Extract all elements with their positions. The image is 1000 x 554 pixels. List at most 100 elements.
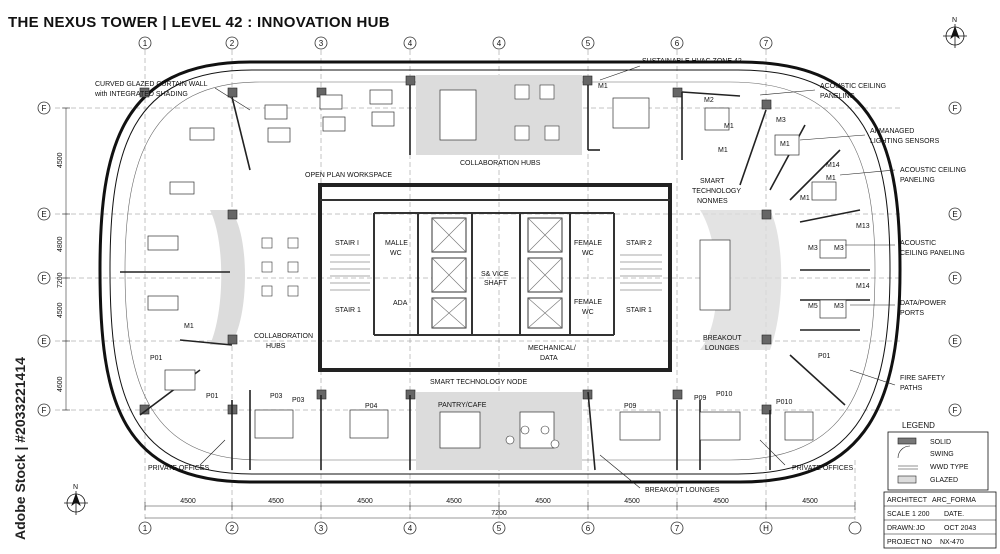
- left-dim: 4600: [57, 376, 64, 392]
- core-outline: [318, 183, 672, 372]
- tb-drawn-value: JO: [916, 525, 926, 532]
- bottom-dim: 4500: [713, 498, 729, 505]
- label-sustainable-hvac: SUSTAINABLE HVAC ZONE 42: [642, 58, 742, 65]
- furniture-chairs: [261, 84, 560, 449]
- room-tag: M1: [184, 323, 194, 330]
- grid-row-label: F: [42, 104, 47, 113]
- label-breakout-2: LOUNGES: [705, 345, 740, 352]
- tb-architect-key: ARCHITECT: [887, 497, 928, 504]
- room-tag: M5: [808, 303, 818, 310]
- label-curtain-wall: CURVED GLAZED CURTAIN WALL: [95, 81, 208, 88]
- grid-bubbles-top: [138, 36, 773, 50]
- north-arrow-top-icon: [943, 24, 967, 48]
- left-dimension-chain: [62, 107, 70, 411]
- label-data-power-2: PORTS: [900, 310, 924, 317]
- label-smart-tech-2: TECHNOLOGY: [692, 188, 741, 195]
- label-data-power: DATA/POWER: [900, 300, 946, 307]
- room-tag: P010: [716, 391, 732, 398]
- room-tag: P09: [694, 395, 707, 402]
- room-tag: M3: [834, 245, 844, 252]
- room-tag: P03: [270, 393, 283, 400]
- legend-solid-swatch: [897, 437, 917, 445]
- grid-row-label-right: F: [953, 406, 958, 415]
- tb-date-key: DATE.: [944, 511, 964, 518]
- grid-col-label: 3: [319, 39, 324, 48]
- grid-col-label: 6: [675, 39, 680, 48]
- bottom-dim: 4500: [357, 498, 373, 505]
- label-ada: ADA: [393, 300, 408, 307]
- grid-col-label-bottom: H: [763, 524, 769, 533]
- label-smart-tech: SMART: [700, 178, 725, 185]
- label-fire-safety-2: PATHS: [900, 385, 923, 392]
- grid-col-label: 5: [586, 39, 591, 48]
- title-block: ARCHITECT ARC_FORMA SCALE 1 200 DATE. DR…: [883, 491, 997, 549]
- grid-row-label: E: [41, 210, 46, 219]
- tb-drawn-key: DRAWN:: [887, 525, 915, 532]
- bottom-dim: 4500: [180, 498, 196, 505]
- north-label-bottom: N: [73, 484, 78, 491]
- label-male-wc-2: WC: [390, 250, 402, 257]
- label-collab-left: COLLABORATION: [254, 333, 313, 340]
- grid-col-label: 4: [408, 39, 413, 48]
- room-tag: M1: [780, 141, 790, 148]
- grid-col-label-bottom: 3: [319, 524, 324, 533]
- label-collab-top: COLLABORATION HUBS: [460, 160, 541, 167]
- label-acoustic-2b: PANELING: [900, 177, 935, 184]
- room-tag: M3: [776, 117, 786, 124]
- grid-col-label-bottom: 4: [408, 524, 413, 533]
- curtain-wall-outer: [98, 60, 902, 484]
- label-acoustic-1: ACOUSTIC CEILING: [820, 83, 886, 90]
- legend-item: GLAZED: [930, 477, 958, 484]
- label-private-offices-right: PRIVATE OFFICES: [792, 465, 854, 472]
- tb-architect-value: ARC_FORMA: [932, 497, 976, 504]
- left-dim: 4500: [57, 152, 64, 168]
- legend-item: SOLID: [930, 439, 951, 446]
- grid-row-label: F: [42, 274, 47, 283]
- room-tag: M1: [724, 123, 734, 130]
- label-service-shaft: S& VICE: [481, 271, 509, 278]
- label-acoustic-3b: CEILING PANELING: [900, 250, 965, 257]
- grid-row-label-right: F: [953, 274, 958, 283]
- label-stair-2a: STAIR 2: [626, 240, 652, 247]
- room-tag: P01: [206, 393, 219, 400]
- bottom-dim: 4500: [535, 498, 551, 505]
- bottom-dim: 4500: [624, 498, 640, 505]
- label-mechanical-2: DATA: [540, 355, 558, 362]
- grid-row-label: F: [42, 406, 47, 415]
- legend-glazed-swatch: [897, 475, 917, 484]
- room-tag: M3: [808, 245, 818, 252]
- label-service-shaft-2: SHAFT: [484, 280, 508, 287]
- room-tags: M1 M2 M1 M1 M3 M1 M14 M1 M1 M13 M3 M3 M1…: [150, 83, 870, 410]
- room-tag: P04: [365, 403, 378, 410]
- label-female-wc-b: FEMALE: [574, 299, 602, 306]
- grid-row-label-right: E: [952, 337, 957, 346]
- north-arrow-bottom-icon: [64, 491, 88, 515]
- legend: LEGEND SOLID SWING WWD TYPE GLAZED: [887, 421, 989, 491]
- room-tag: P010: [776, 399, 792, 406]
- label-pantry: PANTRY/CAFE: [438, 402, 487, 409]
- bottom-dimension-chain: [144, 502, 856, 519]
- room-tag: M1: [598, 83, 608, 90]
- leader-lines: [199, 65, 896, 489]
- plan-labels: CURVED GLAZED CURTAIN WALL with INTEGRAT…: [94, 58, 966, 494]
- label-private-offices-left: PRIVATE OFFICES: [148, 465, 210, 472]
- grid-col-label: 4: [497, 39, 502, 48]
- tb-scale-value: 1 200: [912, 511, 930, 518]
- bottom-dim: 4500: [268, 498, 284, 505]
- room-tag: M1: [826, 175, 836, 182]
- room-tag: P01: [150, 355, 163, 362]
- room-tag: M2: [704, 97, 714, 104]
- label-mechanical: MECHANICAL/: [528, 345, 576, 352]
- page-title: THE NEXUS TOWER | LEVEL 42 : INNOVATION …: [8, 14, 390, 31]
- legend-title: LEGEND: [902, 421, 935, 430]
- tb-project-value: NX-470: [940, 539, 964, 546]
- room-tag: M1: [800, 195, 810, 202]
- label-female-wc-2: WC: [582, 250, 594, 257]
- left-dim: 7200: [57, 272, 64, 288]
- grid-col-label-bottom: 1: [143, 524, 148, 533]
- room-tag: M13: [856, 223, 870, 230]
- bottom-dim: 4500: [446, 498, 462, 505]
- grid-col-label: 1: [143, 39, 148, 48]
- label-acoustic-3: ACOUSTIC: [900, 240, 936, 247]
